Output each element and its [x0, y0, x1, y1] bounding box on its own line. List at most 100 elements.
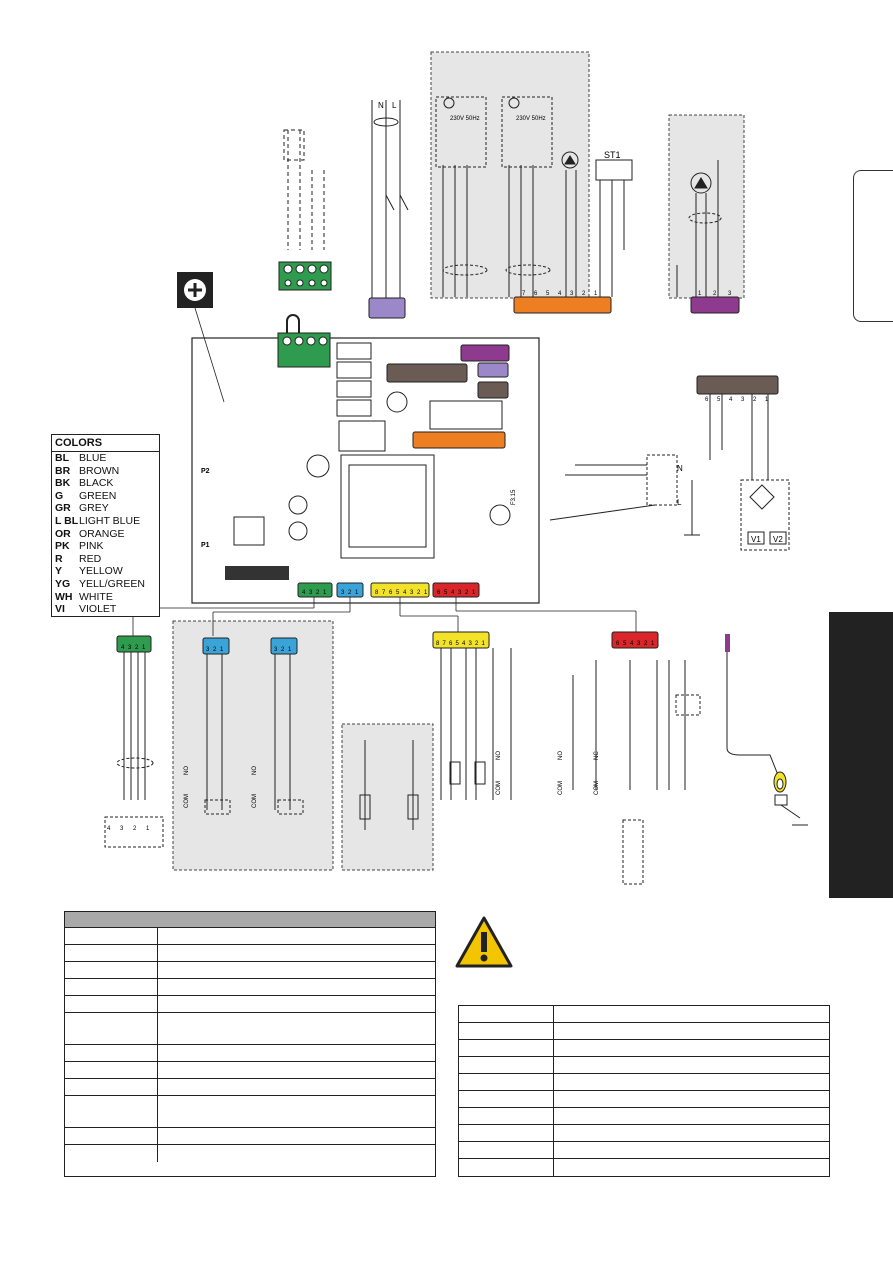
table-row — [65, 928, 435, 945]
aux-brown-pin-2: 2 — [753, 397, 757, 403]
table-cell — [554, 1108, 829, 1124]
board-red-pin-4: 4 — [451, 590, 455, 596]
thermostat-panel — [172, 620, 334, 871]
board-yellow-pin-7: 7 — [382, 590, 386, 596]
ext-blue-2-pin-1: 1 — [288, 647, 292, 653]
ext-red-pin-2: 2 — [644, 641, 648, 647]
right-table — [458, 1005, 830, 1177]
bottom-wiring — [132, 597, 637, 636]
side-black-band — [829, 612, 893, 898]
legend-code: BR — [55, 464, 71, 477]
table-cell — [158, 979, 435, 995]
pump-right-voltage: 230V 50Hz — [516, 116, 546, 122]
aux-brown-pin-6: 6 — [705, 397, 709, 403]
table-row — [65, 1062, 435, 1079]
switch-no-label-3: NO — [496, 751, 502, 760]
ext-connector-blue-1 — [202, 637, 230, 655]
board-connector-green — [297, 582, 333, 598]
ext-green-pin-3: 3 — [128, 645, 132, 651]
legend-color-name: BROWN — [79, 464, 120, 477]
pump-orange-pin-5: 5 — [546, 291, 550, 297]
left-table-body — [65, 928, 435, 1162]
ext-connector-yellow — [432, 631, 490, 649]
legend-color-name: YELL/GREEN — [79, 577, 145, 590]
table-cell — [65, 996, 158, 1012]
ext-connector-green — [116, 635, 152, 653]
pump-connector-orange — [513, 296, 612, 314]
legend-code: BL — [55, 452, 69, 464]
table-cell — [459, 1074, 554, 1090]
microcontroller — [233, 516, 265, 546]
board-blue-pin-1: 1 — [355, 590, 359, 596]
table-cell — [158, 1079, 435, 1095]
ext-red-pin-4: 4 — [630, 641, 634, 647]
board-green-pin-1: 1 — [323, 590, 327, 596]
table-cell — [65, 1062, 158, 1078]
legend-color-name: PINK — [79, 540, 104, 553]
earth-pointer — [194, 307, 225, 403]
legend-color-name: LIGHT BLUE — [79, 514, 141, 527]
legend-code: L BL — [55, 514, 79, 527]
side-tab — [853, 170, 893, 322]
switch-no-label-2: NO — [252, 766, 258, 775]
ext-green-pin-2: 2 — [135, 645, 139, 651]
legend-row: BK BLACK — [52, 477, 159, 490]
table-cell — [65, 1128, 158, 1144]
board-red-pin-1: 1 — [472, 590, 476, 596]
table-cell — [65, 1079, 158, 1095]
board-label-p2: P2 — [201, 468, 210, 475]
legend-color-name: BLACK — [79, 477, 114, 490]
table-cell — [158, 1062, 435, 1078]
board-green-pin-4: 4 — [302, 590, 306, 596]
table-cell — [554, 1057, 829, 1073]
legend-code: BK — [55, 477, 71, 490]
earth-plus-icon — [188, 283, 202, 297]
legend-code: GR — [55, 502, 71, 515]
capacitor-2 — [306, 454, 330, 478]
board-red-pin-6: 6 — [437, 590, 441, 596]
ext-yellow-pin-6: 6 — [449, 641, 453, 647]
table-cell — [65, 945, 158, 961]
board-yellow-pin-2: 2 — [417, 590, 421, 596]
board-yellow-pin-5: 5 — [396, 590, 400, 596]
board-blue-pin-3: 3 — [341, 590, 345, 596]
mains-l-label: L — [392, 101, 397, 110]
table-row — [459, 1006, 829, 1023]
table-row — [65, 1045, 435, 1062]
mains-connector — [368, 297, 406, 319]
ext-green-pin-1: 1 — [142, 645, 146, 651]
right-table-body — [459, 1006, 829, 1176]
table-row — [65, 945, 435, 962]
terminal-block-pin-3: 3 — [120, 826, 124, 832]
mains-wiring — [371, 100, 409, 298]
switch-nc-label: NC — [594, 751, 600, 760]
ignition-wiring — [549, 394, 790, 551]
ext-red-pin-5: 5 — [623, 641, 627, 647]
legend-color-name: VIOLET — [79, 603, 117, 616]
circulator-violet-pin-1: 1 — [698, 291, 702, 297]
left-table — [64, 911, 436, 1177]
board-yellow-pin-8: 8 — [375, 590, 379, 596]
table-row — [65, 962, 435, 979]
table-row — [459, 1023, 829, 1040]
ext-yellow-pin-7: 7 — [443, 641, 447, 647]
board-red-pin-5: 5 — [444, 590, 448, 596]
capacitor-1 — [386, 391, 408, 413]
board-yellow-pin-1: 1 — [424, 590, 428, 596]
circulator-violet-pin-3: 3 — [728, 291, 732, 297]
table-cell — [158, 962, 435, 978]
table-row — [459, 1142, 829, 1159]
table-cell — [459, 1023, 554, 1039]
table-row — [65, 1145, 435, 1162]
ext-yellow-pin-3: 3 — [469, 641, 473, 647]
legend-code: WH — [55, 590, 73, 603]
ext-yellow-pin-8: 8 — [436, 641, 440, 647]
aux-brown-pin-1: 1 — [765, 397, 769, 403]
